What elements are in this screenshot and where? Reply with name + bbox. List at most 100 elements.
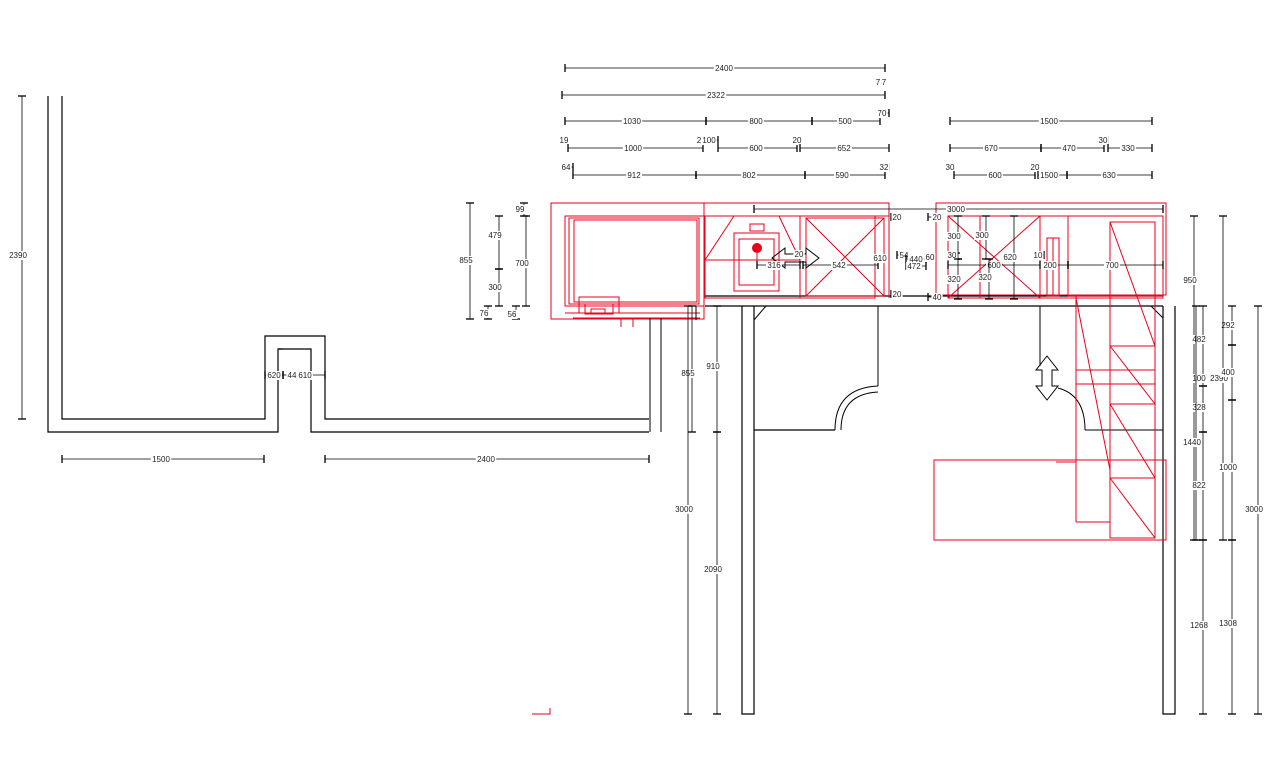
dimension-label: 300	[947, 232, 961, 241]
dimension-label-bg	[1061, 144, 1077, 153]
dimension-label-bg	[974, 231, 990, 240]
dimension-label: 1500	[1040, 117, 1058, 126]
right-wall-outline	[705, 295, 1176, 715]
dimension-label-bg	[908, 255, 924, 264]
dimension-label-bg	[793, 250, 805, 259]
dimension-label: 1000	[624, 144, 642, 153]
dimension-label-bg	[1029, 163, 1041, 172]
dimension-label: 60	[926, 253, 935, 262]
dimension-label: 320	[947, 275, 961, 284]
dimension-label-bg	[1217, 463, 1239, 472]
dimension-label-bg	[946, 232, 962, 241]
dimension-label-bg	[1181, 438, 1203, 447]
dimension-label: 590	[835, 171, 849, 180]
dimension-label: 292	[1221, 321, 1235, 330]
dimension-label-bg	[150, 455, 172, 464]
dimension-label-bg	[891, 213, 903, 222]
dimension-label-bg	[475, 455, 497, 464]
left-cabinet-run	[550, 202, 705, 432]
dimension-label: 200	[1043, 261, 1057, 270]
dimension-label: 3000	[947, 205, 965, 214]
dimension-label-bg	[836, 144, 852, 153]
dimension-label-bg	[748, 144, 764, 153]
dimension-label: 1268	[1190, 621, 1208, 630]
dimension-label-bg	[1217, 619, 1239, 628]
dimension-label: 472	[907, 262, 921, 271]
dimension-label-bg	[1208, 374, 1230, 383]
dimension-label: 70	[878, 109, 887, 118]
dimension-label-bg	[944, 163, 956, 172]
dimension-label: 3000	[675, 505, 693, 514]
dimension-label-bg	[986, 261, 1002, 270]
dimension-label: 10	[1034, 251, 1043, 260]
dimension-label-bg	[1104, 261, 1120, 270]
dimension-label-bg	[924, 253, 936, 262]
dimension-label: 600	[749, 144, 763, 153]
dimension-label: 2400	[715, 64, 733, 73]
dimension-label: 32	[880, 163, 889, 172]
dimension-label-bg	[791, 136, 803, 145]
dimension-label-bg	[946, 275, 962, 284]
dimension-label-bg	[1243, 505, 1265, 514]
dimension-label: 1308	[1219, 619, 1237, 628]
dimension-label: 600	[988, 171, 1002, 180]
dimension-label-bg	[560, 163, 572, 172]
dimension-label-bg	[1188, 621, 1210, 630]
dimension-label: 1500	[1040, 171, 1058, 180]
dimension-label-bg	[931, 293, 943, 302]
dimension-label: 19	[560, 136, 569, 145]
corner-marker	[532, 708, 551, 715]
dimension-label-bg	[286, 371, 298, 380]
dimension-label-bg	[673, 505, 695, 514]
dimension-label-bg	[705, 362, 721, 371]
dimension-label: 440	[909, 255, 923, 264]
dimension-label-bg	[748, 117, 764, 126]
dimension-label: 20	[1031, 163, 1040, 172]
dimension-label-bg	[1002, 253, 1018, 262]
dimension-label: 950	[1183, 276, 1197, 285]
dimension-label-bg	[872, 254, 888, 263]
dimension-label: 316	[767, 261, 781, 270]
dimension-label-bg	[906, 262, 922, 271]
dimension-label-bg	[1191, 374, 1207, 383]
dimension-label-bg	[834, 171, 850, 180]
dimension-label: 1440	[1183, 438, 1201, 447]
dimension-label-bg	[766, 261, 782, 270]
dimension-label-bg	[1191, 403, 1207, 412]
dimension-label: 20	[793, 136, 802, 145]
right-cabinet-run	[933, 202, 1167, 541]
dimension-label: 670	[984, 144, 998, 153]
dimension-label: 802	[742, 171, 756, 180]
dimension-label-bg	[1032, 251, 1044, 260]
dimension-label: 30	[946, 163, 955, 172]
dimension-label-bg	[1038, 171, 1060, 180]
dimension-label: 100	[702, 136, 716, 145]
dimension-label-bg	[1042, 261, 1058, 270]
dimension-label: 610	[298, 371, 312, 380]
dimension-label: 76	[480, 309, 489, 318]
dimension-label: 620	[1003, 253, 1017, 262]
dimension-label: 700	[515, 259, 529, 268]
dimension-label: 630	[1102, 171, 1116, 180]
dimension-label-bg	[1191, 335, 1207, 344]
dimension-label: 2390	[9, 251, 27, 260]
dimension-label: 620	[267, 371, 281, 380]
dimension-label: 1030	[623, 117, 641, 126]
dimension-label-bg	[702, 565, 724, 574]
dimension-label: 400	[1221, 368, 1235, 377]
dimension-label-bg	[621, 117, 643, 126]
dimension-label-bg	[1220, 321, 1236, 330]
dimension-label: 912	[627, 171, 641, 180]
dimension-label-bg	[876, 109, 888, 118]
dimension-label: 1500	[152, 455, 170, 464]
dimension-label-bg	[266, 371, 282, 380]
dimension-label-bg	[7, 251, 29, 260]
dimension-label: 30	[1099, 136, 1108, 145]
dimension-label: 3000	[1245, 505, 1263, 514]
dimension-label: 20	[893, 290, 902, 299]
dimension-label: 64	[562, 163, 571, 172]
upper-cabinet-run	[551, 202, 890, 299]
dimension-label-bg	[891, 290, 903, 299]
dimension-label-bg	[622, 144, 644, 153]
